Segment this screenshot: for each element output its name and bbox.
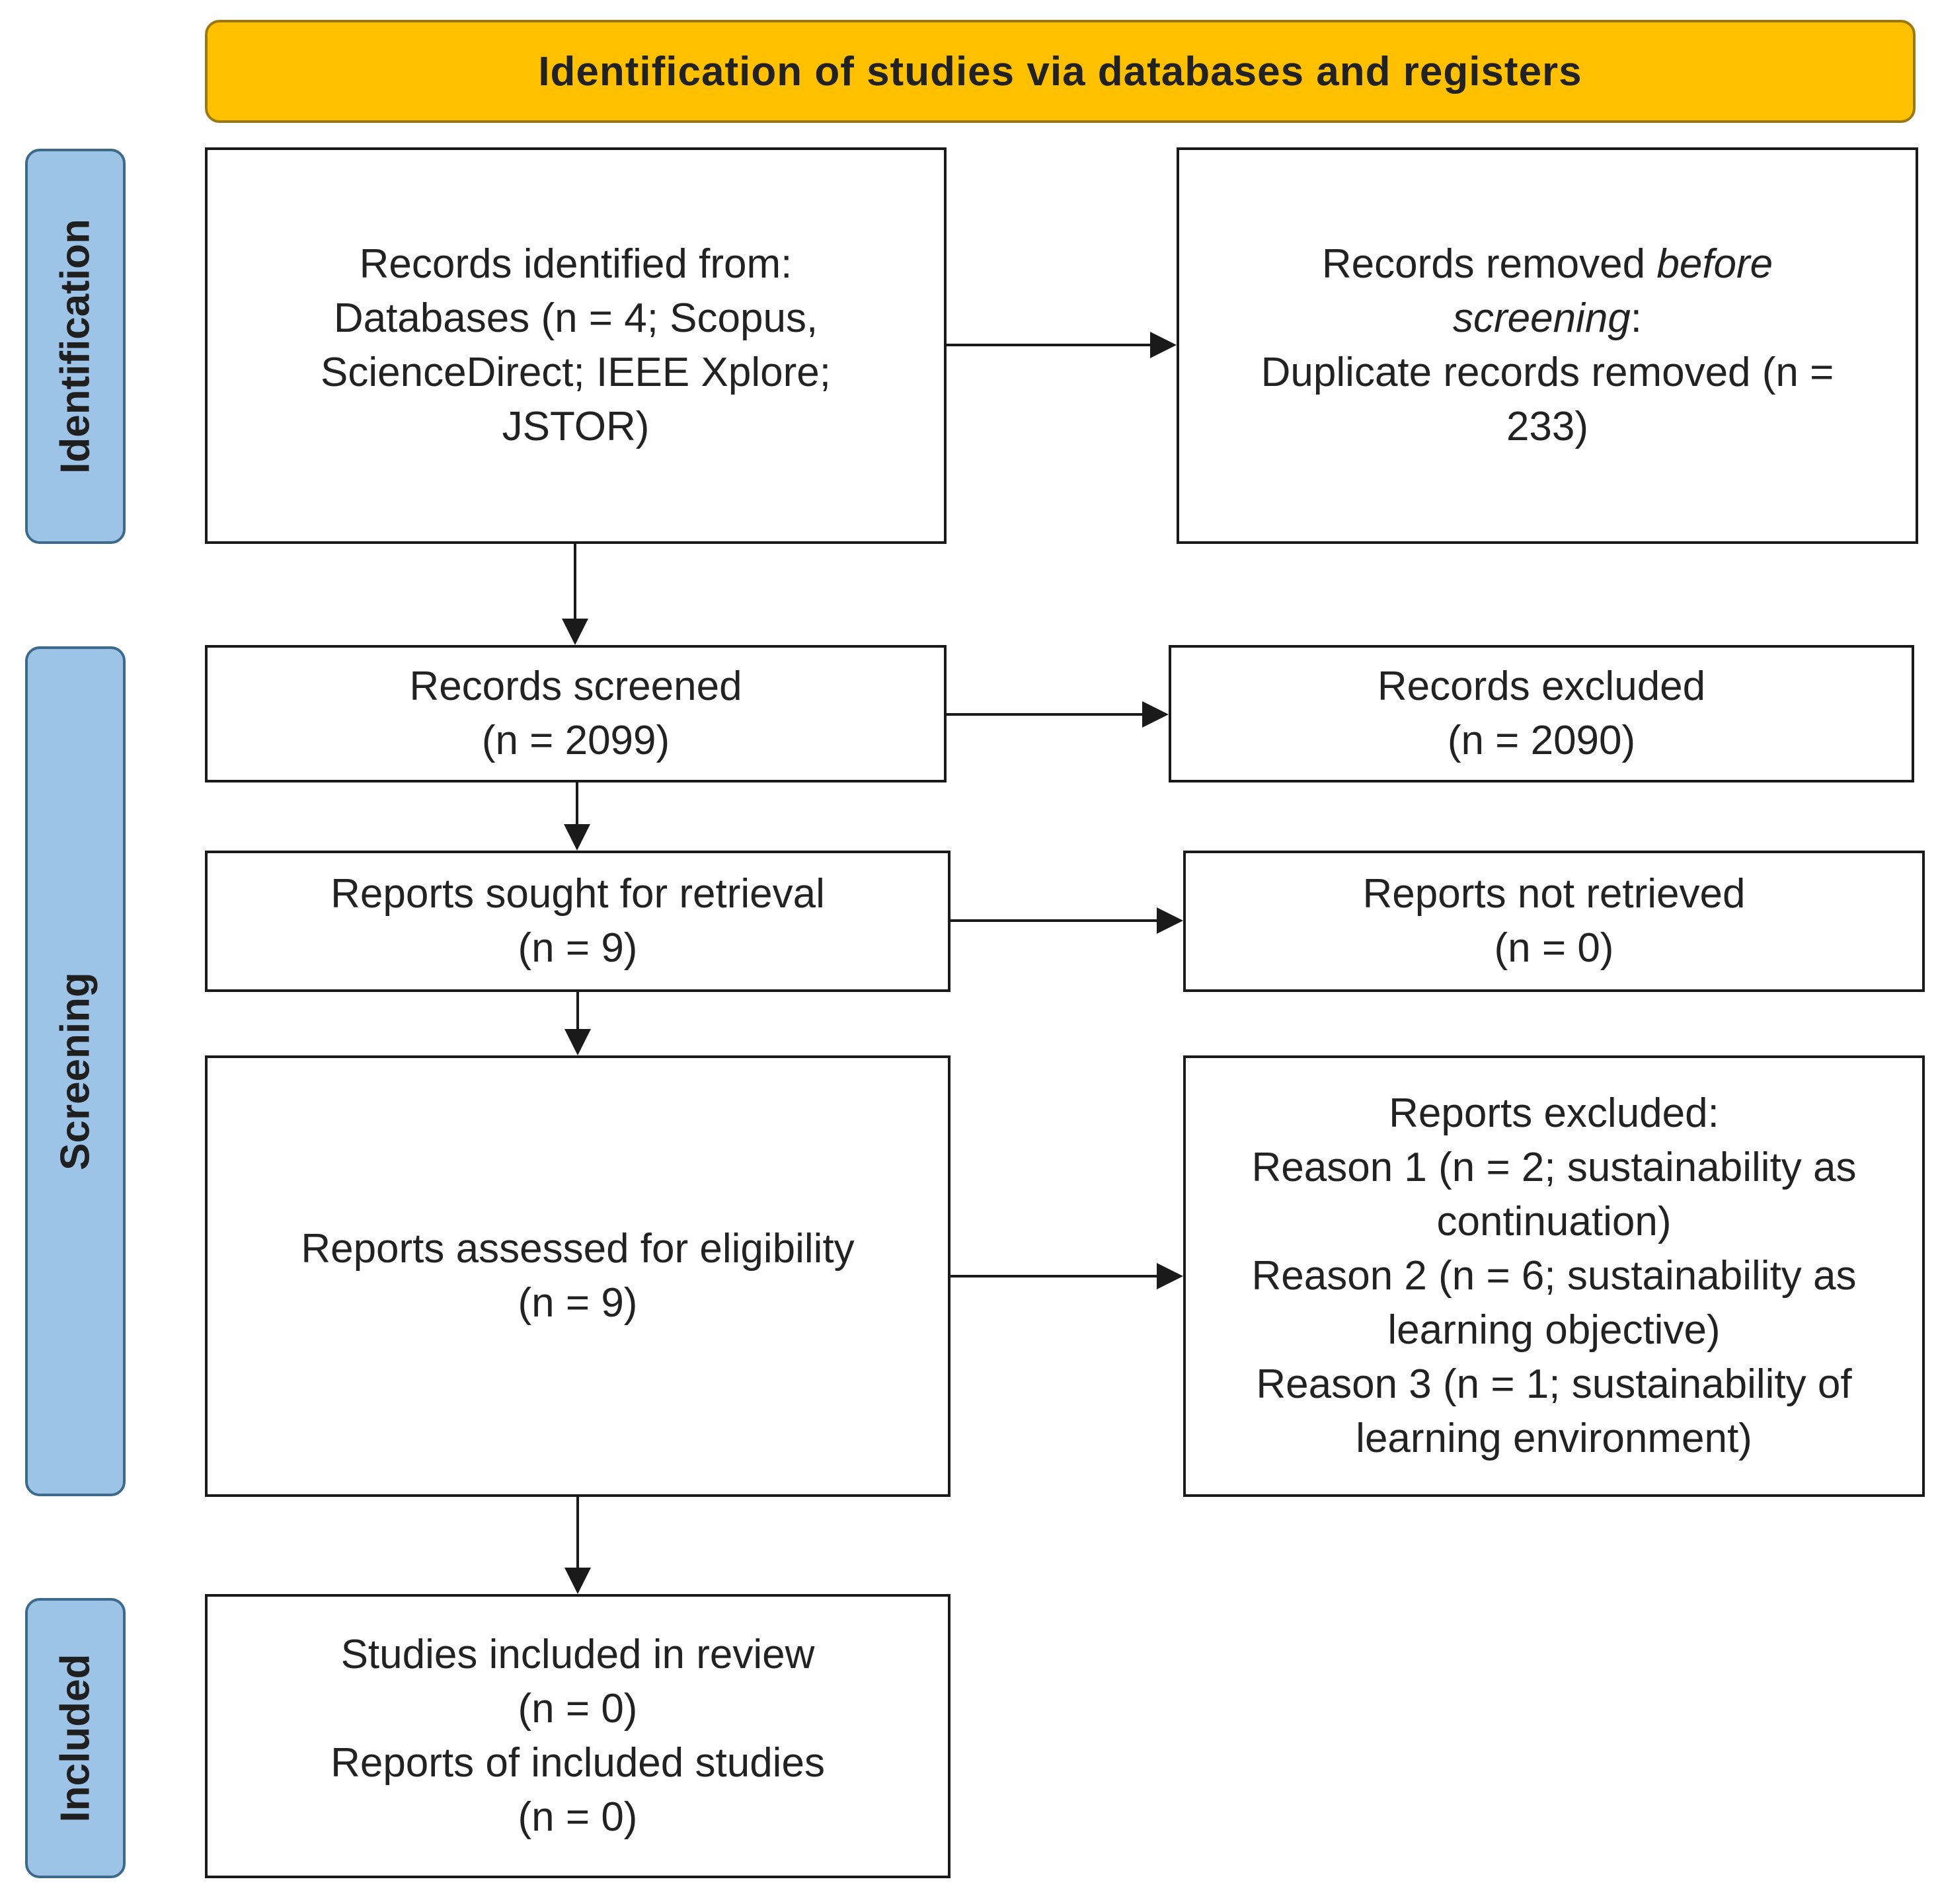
records-excluded-count: (n = 2090) [1447,718,1636,763]
reports-excluded-box: Reports excluded: Reason 1 (n = 2; susta… [1183,1055,1925,1497]
reports-not-retrieved-box: Reports not retrieved (n = 0) [1183,851,1925,992]
records-identified-box: Records identified from: Databases (n = … [205,147,947,544]
records-screened-box: Records screened (n = 2099) [205,645,947,782]
records-identified-line: JSTOR) [502,404,650,449]
records-removed-colon: : [1630,295,1643,341]
records-screened-count: (n = 2099) [481,718,670,763]
reports-sought-box: Reports sought for retrieval (n = 9) [205,851,951,992]
identification-banner: Identification of studies via databases … [205,20,1916,123]
phase-identification: Identification [25,149,126,544]
reports-excluded-line: Reason 2 (n = 6; sustainability as [1251,1253,1857,1299]
reports-assessed-count: (n = 9) [518,1280,638,1326]
records-removed-line: 233) [1506,404,1589,449]
records-excluded-box: Records excluded (n = 2090) [1169,645,1914,782]
records-removed-italic: before [1656,241,1773,287]
studies-included-line: (n = 0) [518,1686,638,1732]
reports-sought-count: (n = 9) [518,925,638,971]
studies-included-line: Reports of included studies [330,1740,825,1786]
phase-identification-label: Identification [52,219,98,474]
reports-excluded-line: learning objective) [1387,1307,1721,1353]
records-removed-line: Duplicate records removed (n = [1261,350,1834,395]
records-identified-line: ScienceDirect; IEEE Xplore; [321,350,831,395]
records-removed-line: Records removed before [1322,237,1773,291]
studies-included-line: Studies included in review [340,1632,815,1677]
phase-screening: Screening [25,646,126,1496]
records-screened-label: Records screened [409,664,742,709]
studies-included-line: (n = 0) [518,1794,638,1840]
records-removed-text: Records removed [1321,241,1657,287]
records-removed-italic: screening [1452,295,1631,341]
records-excluded-label: Records excluded [1377,664,1706,709]
reports-sought-label: Reports sought for retrieval [330,871,825,917]
reports-excluded-line: Reason 1 (n = 2; sustainability as [1251,1145,1857,1190]
reports-excluded-line: Reason 3 (n = 1; sustainability of [1256,1361,1852,1407]
records-identified-line: Records identified from: [359,241,793,287]
studies-included-box: Studies included in review (n = 0) Repor… [205,1594,951,1878]
reports-excluded-line: learning environment) [1356,1416,1752,1461]
reports-assessed-label: Reports assessed for eligibility [301,1226,855,1272]
records-removed-line: screening: [1453,291,1642,346]
phase-included: Included [25,1598,126,1878]
reports-assessed-box: Reports assessed for eligibility (n = 9) [205,1055,951,1497]
reports-not-retrieved-count: (n = 0) [1494,925,1614,971]
reports-excluded-line: Reports excluded: [1389,1090,1719,1136]
phase-screening-label: Screening [52,972,98,1170]
phase-included-label: Included [52,1654,98,1823]
reports-not-retrieved-label: Reports not retrieved [1362,871,1746,917]
reports-excluded-line: continuation) [1436,1199,1672,1244]
records-removed-box: Records removed before screening: Duplic… [1177,147,1918,544]
records-identified-line: Databases (n = 4; Scopus, [333,295,818,341]
